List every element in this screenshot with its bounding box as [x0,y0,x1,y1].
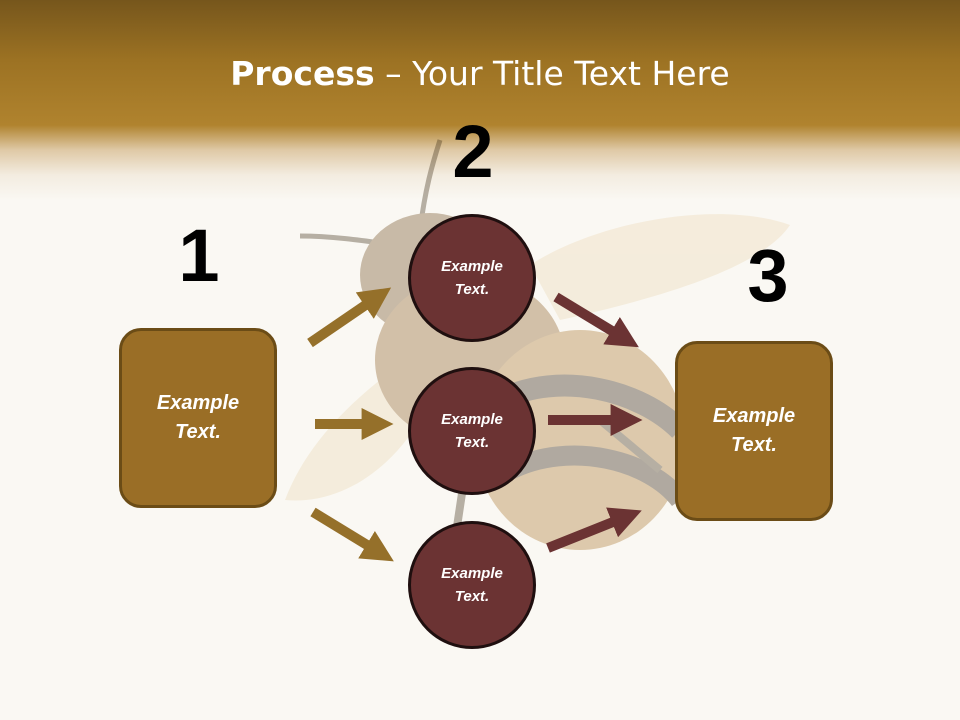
title-bold: Process [230,54,375,93]
slide-title: Process – Your Title Text Here [0,52,960,96]
box-step-3: Example Text. [675,341,833,521]
circle-step-2c-label: Example Text. [441,565,503,605]
step-number-3: 3 [747,234,789,317]
arrow-circle3-to-box3 [546,507,642,553]
box-step-1-label: Example Text. [156,392,240,443]
arrow-box1-to-circle1 [307,287,392,348]
circle-step-2a-label: Example Text. [441,258,503,298]
circle-step-2c: Example Text. [408,521,536,649]
box-step-1: Example Text. [119,328,277,508]
circle-step-2a: Example Text. [408,214,536,342]
step-number-2: 2 [452,110,494,193]
arrow-circle1-to-box3 [553,292,639,348]
title-rest: – Your Title Text Here [374,54,730,93]
circle-step-2b: Example Text. [408,367,536,495]
box-step-3-label: Example Text. [712,405,796,456]
arrow-box1-to-circle3 [310,507,394,562]
step-number-1: 1 [178,214,220,297]
header-band [0,0,960,200]
circle-step-2b-label: Example Text. [441,411,503,451]
